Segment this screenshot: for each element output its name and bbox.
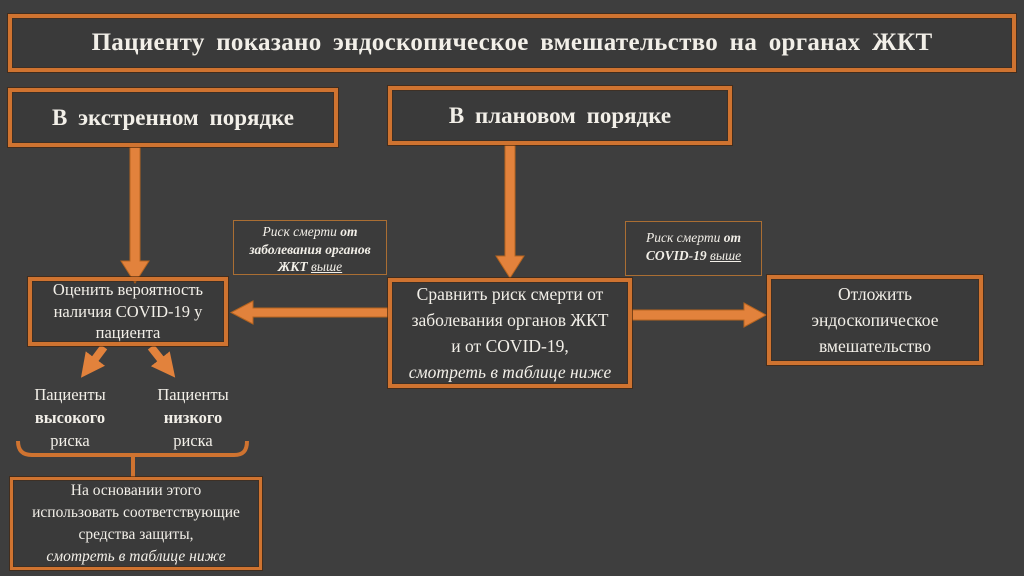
postpone-line-3: вмешательство — [818, 336, 932, 356]
title-text: Пациенту показано эндоскопическое вмешат… — [91, 29, 933, 56]
compare-line-1: Сравнить риск смерти от — [416, 284, 604, 304]
high-risk-word-1: Пациенты — [34, 385, 106, 404]
covid-risk-underlined-vyshe: выше — [709, 248, 742, 263]
ppe-line-3: средства защиты, — [78, 525, 194, 543]
ppe-line-2: использовать соответствующие — [32, 503, 240, 521]
label-covid-risk-higher: Риск смерти от COVID-19 выше — [625, 221, 762, 276]
compare-line-3: и от COVID-19, — [451, 336, 569, 356]
gi-risk-underlined-vyshe: выше — [310, 259, 343, 274]
high-risk-word-2: высокого — [34, 408, 106, 427]
box-assess-covid-probability: Оценить вероятность наличия COVID-19 у п… — [28, 277, 228, 346]
covid-risk-text: Риск смерти — [646, 230, 724, 245]
box-postpone-endoscopy: Отложить эндоскопическое вмешательство — [767, 275, 983, 365]
covid-risk-bold-covid: COVID-19 — [645, 248, 710, 263]
low-risk-word-1: Пациенты — [157, 385, 229, 404]
low-risk-word-3: риска — [173, 431, 213, 450]
box-compare-death-risks: Сравнить риск смерти от заболевания орга… — [388, 278, 632, 388]
assess-line-1: Оценить вероятность — [52, 280, 204, 300]
postpone-line-1: Отложить — [838, 284, 912, 304]
title-banner: Пациенту показано эндоскопическое вмешат… — [8, 14, 1016, 72]
arrow-compare-to-postpone-right — [631, 302, 768, 328]
arrow-assess-to-low-risk — [147, 344, 176, 378]
arrow-assess-to-high-risk — [80, 344, 108, 378]
box-urgent-order: В экстренном порядке — [8, 88, 338, 147]
gi-risk-bold-zhkt: ЖКТ — [277, 259, 311, 274]
box-urgent-label: В экстренном порядке — [52, 104, 294, 130]
box-use-protective-equipment: На основании этого использовать соответс… — [10, 477, 262, 570]
label-gi-risk-higher: Риск смерти от заболевания органов ЖКТ в… — [233, 220, 387, 275]
covid-risk-bold-ot: от — [723, 230, 741, 245]
branch-high-risk-patients: Пациенты высокого риска — [15, 383, 125, 452]
ppe-see-table-note: смотреть в таблице ниже — [46, 547, 226, 565]
arrow-compare-to-assess-left — [229, 300, 389, 325]
box-planned-label: В плановом порядке — [448, 102, 672, 128]
compare-see-table-note: смотреть в таблице ниже — [408, 362, 612, 382]
low-risk-word-2: низкого — [163, 408, 223, 427]
high-risk-word-3: риска — [50, 431, 90, 450]
arrow-planned-down — [495, 144, 525, 279]
arrow-urgent-down — [120, 146, 150, 284]
assess-line-2: наличия COVID-19 у — [53, 301, 203, 321]
branch-low-risk-patients: Пациенты низкого риска — [138, 383, 248, 452]
assess-line-3: пациента — [95, 323, 161, 343]
gi-risk-bold-line2: заболевания органов — [249, 241, 371, 257]
gi-risk-text: Риск смерти — [262, 224, 341, 239]
gi-risk-bold-ot: от — [340, 224, 358, 239]
postpone-line-2: эндоскопическое — [811, 310, 939, 330]
box-planned-order: В плановом порядке — [388, 86, 732, 145]
compare-line-2: заболевания органов ЖКТ — [411, 310, 609, 330]
ppe-line-1: На основании этого — [70, 481, 202, 499]
